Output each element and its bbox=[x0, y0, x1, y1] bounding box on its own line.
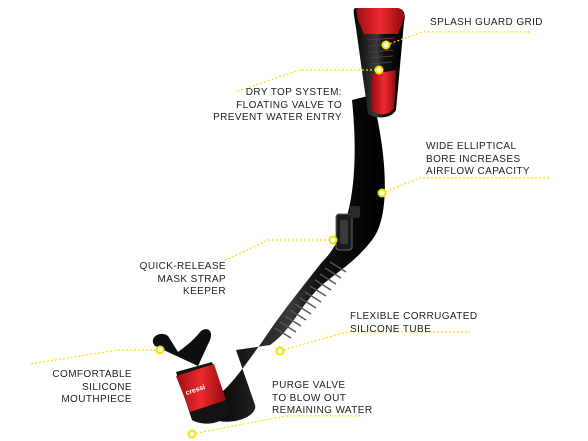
label-line: AIRFLOW CAPACITY bbox=[426, 166, 531, 177]
leader-lines bbox=[29, 31, 550, 435]
label-line: WIDE ELLIPTICAL bbox=[426, 141, 517, 152]
dot-mouth bbox=[155, 345, 165, 355]
leader-mouth bbox=[29, 349, 160, 365]
label-line: BORE INCREASES bbox=[426, 153, 521, 165]
label-splash-guard: SPLASH GUARD GRID bbox=[430, 17, 543, 30]
label-line: SPLASH GUARD GRID bbox=[430, 17, 543, 28]
leader-quick bbox=[221, 239, 334, 263]
label-line: TO BLOW OUT bbox=[272, 392, 347, 404]
leader-bore bbox=[381, 177, 550, 194]
label-line: SILICONE bbox=[82, 381, 132, 393]
label-tube: FLEXIBLE CORRUGATED SILICONE TUBE bbox=[350, 311, 477, 336]
label-line: QUICK-RELEASE bbox=[139, 261, 226, 272]
label-purge-valve: PURGE VALVE TO BLOW OUT REMAINING WATER bbox=[272, 380, 372, 418]
leader-drytop bbox=[234, 69, 380, 93]
label-line: PREVENT WATER ENTRY bbox=[213, 112, 342, 123]
callout-dots bbox=[155, 40, 391, 439]
label-line: REMAINING WATER bbox=[272, 405, 373, 416]
mouthpiece: cressi bbox=[152, 329, 230, 424]
label-line: PURGE VALVE bbox=[272, 380, 346, 391]
label-line: FLOATING VALVE TO bbox=[236, 99, 342, 111]
snorkel-tube bbox=[214, 95, 385, 422]
label-quick-release: QUICK-RELEASE MASK STRAP KEEPER bbox=[140, 261, 226, 299]
strap-keeper bbox=[335, 206, 360, 251]
label-bore: WIDE ELLIPTICAL BORE INCREASES AIRFLOW C… bbox=[426, 141, 530, 179]
label-dry-top: DRY TOP SYSTEM: FLOATING VALVE TO PREVEN… bbox=[213, 87, 342, 125]
label-line: KEEPER bbox=[183, 286, 226, 297]
label-line: FLEXIBLE CORRUGATED bbox=[350, 311, 478, 322]
label-line: SILICONE TUBE bbox=[350, 323, 432, 335]
leader-splash bbox=[385, 31, 530, 46]
dot-bore bbox=[377, 188, 387, 198]
leader-tube bbox=[279, 331, 470, 352]
label-mouthpiece: COMFORTABLE SILICONE MOUTHPIECE bbox=[52, 369, 132, 407]
label-line: MASK STRAP bbox=[157, 273, 226, 285]
label-line: DRY TOP SYSTEM: bbox=[245, 87, 342, 98]
corrugated-section bbox=[274, 261, 347, 339]
dot-splash bbox=[381, 40, 391, 50]
label-line: MOUTHPIECE bbox=[61, 394, 132, 405]
dot-quick bbox=[328, 235, 338, 245]
dot-drytop bbox=[374, 65, 384, 75]
dot-purge bbox=[187, 429, 197, 439]
dry-top-head bbox=[353, 8, 405, 118]
label-line: COMFORTABLE bbox=[52, 369, 132, 380]
dot-tube bbox=[275, 346, 285, 356]
